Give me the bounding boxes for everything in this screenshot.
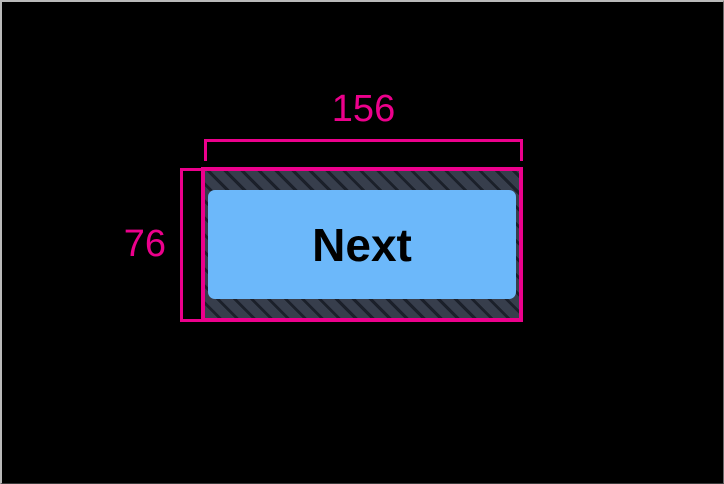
width-bracket-tick-right	[520, 139, 523, 161]
height-bracket-tick-bottom	[180, 319, 202, 322]
height-dimension-bracket	[180, 168, 202, 322]
height-bracket-bar	[180, 168, 183, 322]
height-dimension-label: 76	[123, 223, 166, 265]
measured-widget-bounds: Next	[201, 167, 523, 322]
width-dimension-bracket	[204, 139, 523, 161]
height-bracket-tick-top	[180, 168, 202, 171]
next-button[interactable]: Next	[208, 190, 516, 299]
next-button-label: Next	[312, 218, 412, 271]
width-bracket-bar	[204, 139, 523, 142]
width-dimension-label: 156	[331, 88, 396, 130]
width-bracket-tick-left	[204, 139, 207, 161]
